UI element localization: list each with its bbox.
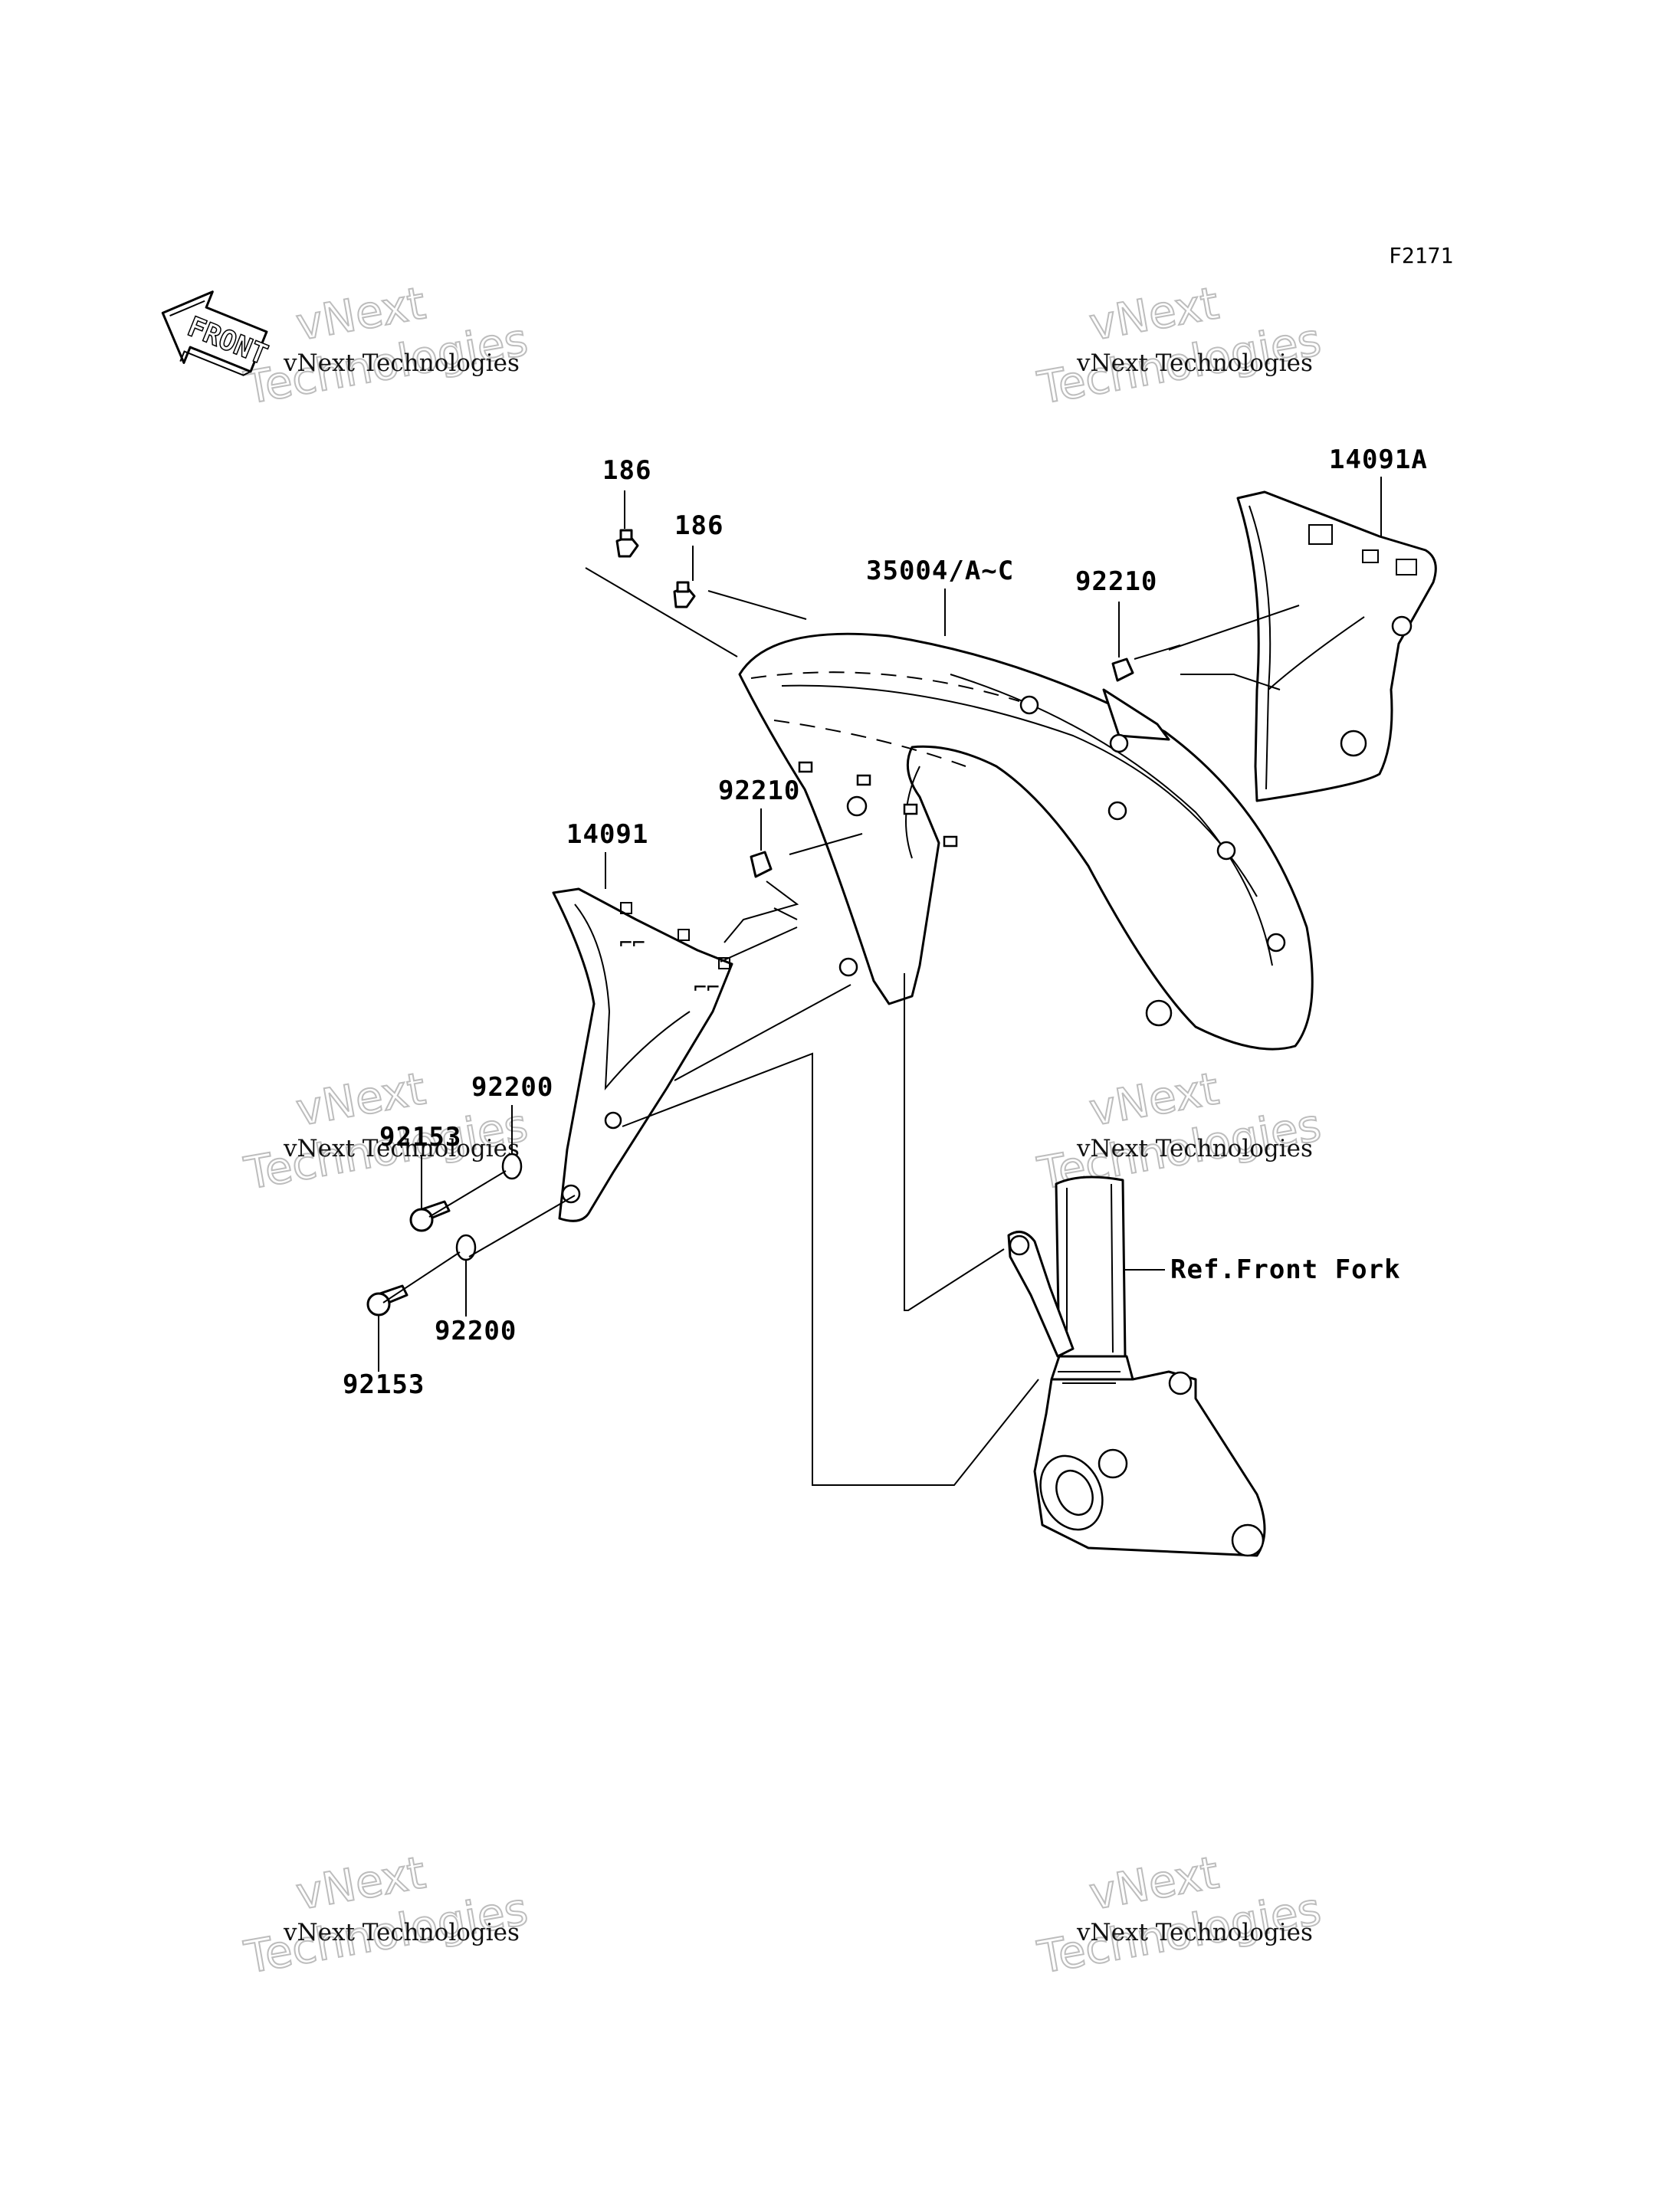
part-number-35004[interactable]: 35004/A~C	[866, 556, 1014, 586]
part-number-186-upper[interactable]: 186	[602, 455, 651, 486]
watermark-small: vNext Technologies	[283, 349, 520, 377]
part-number-14091[interactable]: 14091	[566, 819, 648, 850]
bolt-186-upper	[615, 529, 639, 558]
watermark-top-right: vNext Technologies vNext Technologies	[1033, 276, 1326, 415]
part-number-186-lower[interactable]: 186	[674, 510, 724, 541]
part-number-92210-upper[interactable]: 92210	[1075, 566, 1157, 597]
part-number-92200-upper[interactable]: 92200	[471, 1072, 553, 1103]
watermark-top-left: vNext Technologies vNext Technologies	[240, 276, 533, 415]
watermark-small: vNext Technologies	[1076, 1135, 1313, 1162]
part-number-92210-lower[interactable]: 92210	[718, 776, 800, 806]
reference-front-fork[interactable]: Ref.Front Fork	[1170, 1254, 1401, 1285]
watermark-bottom-left: vNext Technologies vNext Technologies	[240, 1845, 533, 1984]
callouts: 186 186 35004/A~C 92210 14091A 92210 140…	[343, 444, 1428, 1400]
part-number-14091A[interactable]: 14091A	[1329, 444, 1428, 475]
nut-92210-upper	[1111, 657, 1134, 682]
cover-14091: ⌐⌐ ⌐⌐	[552, 887, 733, 1222]
washer-92200-upper	[501, 1153, 523, 1180]
nut-92210-lower	[750, 851, 773, 878]
diagram-code: F2171	[1389, 243, 1453, 268]
watermark-small: vNext Technologies	[1076, 1919, 1313, 1946]
assembly-lines	[382, 567, 1300, 1486]
watermark-small: vNext Technologies	[1076, 349, 1313, 377]
watermark-bottom-right: vNext Technologies vNext Technologies	[1033, 1845, 1326, 1984]
front-fork	[1007, 1176, 1266, 1557]
watermark-small: vNext Technologies	[283, 1135, 520, 1162]
front-fender	[738, 632, 1314, 1051]
part-number-92153-upper[interactable]: 92153	[379, 1122, 461, 1153]
cover-mark-upper: ⌐⌐	[619, 930, 645, 956]
screw-92153-lower	[366, 1284, 409, 1317]
cover-mark-lower: ⌐⌐	[694, 975, 720, 1000]
watermark-small: vNext Technologies	[283, 1919, 520, 1946]
screw-92153-upper	[409, 1200, 451, 1232]
part-number-92153-lower[interactable]: 92153	[343, 1369, 425, 1400]
cover-14091A	[1236, 490, 1437, 802]
washer-92200-lower	[455, 1234, 477, 1261]
bolt-186-lower	[673, 581, 696, 608]
part-number-92200-lower[interactable]: 92200	[435, 1316, 517, 1346]
